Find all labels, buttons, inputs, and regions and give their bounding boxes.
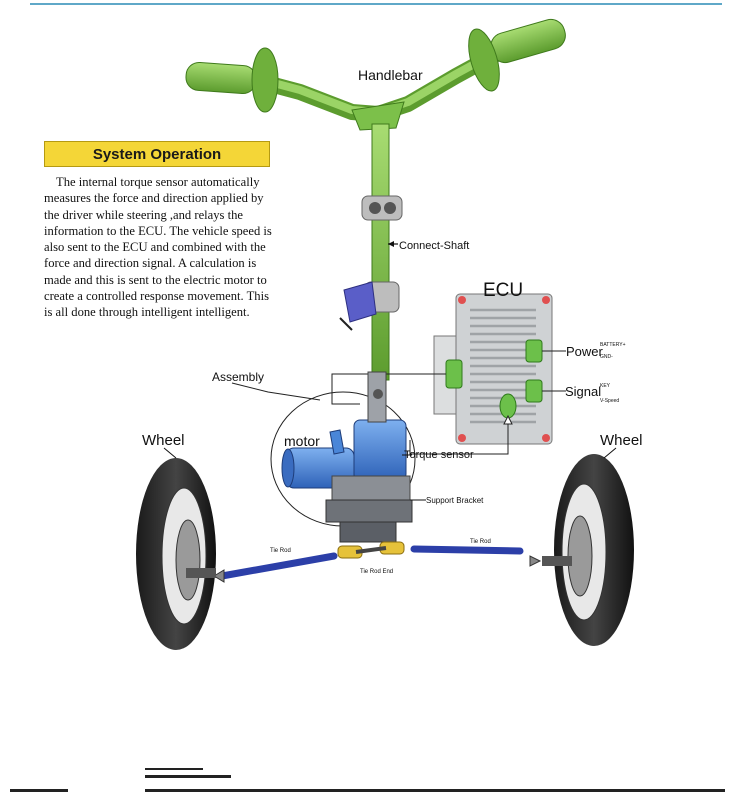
label-connect-shaft: Connect-Shaft: [399, 240, 469, 252]
left-wheel: [136, 458, 216, 650]
bottom-rule-right: [145, 789, 725, 792]
label-tie-rod-left: Tie Rod: [270, 548, 291, 554]
bottom-mark-short: [145, 768, 203, 770]
connect-shaft: [339, 123, 403, 381]
label-ecu: ECU: [483, 280, 523, 301]
bottom-rule-left: [10, 789, 68, 792]
label-signal-key: KEY: [600, 383, 611, 389]
label-power: Power: [566, 344, 604, 359]
label-handlebar: Handlebar: [358, 67, 423, 83]
label-wheel-right: Wheel: [600, 432, 643, 449]
label-torque-sensor: Torque sensor: [404, 449, 474, 461]
label-assembly: Assembly: [212, 370, 264, 384]
label-support-bracket: Support Bracket: [426, 496, 484, 505]
ecu-unit: [433, 293, 566, 445]
wiring: [331, 373, 513, 455]
label-leaders: [163, 447, 617, 501]
label-tie-rod-end: Tie Rod End: [360, 569, 393, 575]
label-power-battery: BATTERY+: [600, 342, 626, 348]
label-signal: Signal: [565, 384, 601, 399]
motor-assembly: [281, 371, 413, 543]
top-rule: [30, 3, 722, 5]
tie-rods: [213, 541, 542, 583]
right-wheel: [542, 454, 634, 646]
label-wheel-left: Wheel: [142, 432, 185, 449]
label-power-gnd: GND-: [600, 354, 613, 360]
label-motor: motor: [284, 433, 320, 449]
bottom-mark-long: [145, 775, 231, 778]
panel-body-text: The internal torque sensor automatically…: [44, 175, 272, 320]
handlebar: [185, 18, 566, 131]
label-tie-rod-right: Tie Rod: [470, 539, 491, 545]
label-signal-vspeed: V-Speed: [600, 398, 619, 404]
panel-title: System Operation: [44, 141, 270, 167]
